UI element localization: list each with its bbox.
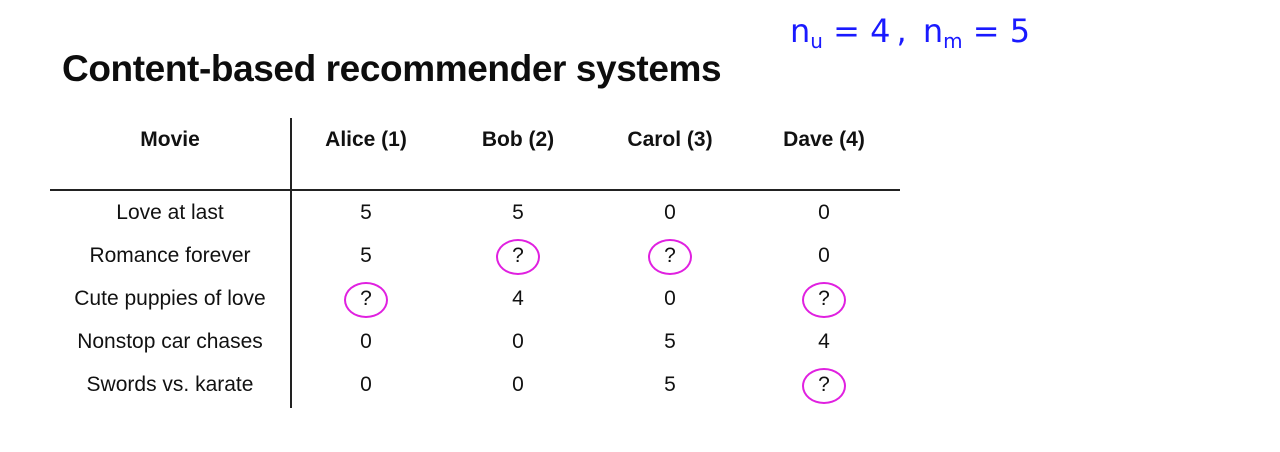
movie-column-divider: [290, 118, 292, 408]
num-users-subscript: u: [810, 29, 823, 53]
num-users-value: = 4: [833, 12, 891, 50]
unknown-rating-circle: [344, 282, 388, 318]
unknown-rating-circle: [648, 239, 692, 275]
handwritten-annotation: nu = 4, nm = 5: [790, 12, 1030, 53]
rating-value: 0: [512, 330, 524, 353]
column-header: Bob (2): [481, 128, 555, 151]
unknown-rating-circle: [496, 239, 540, 275]
movie-title: Swords vs. karate: [86, 373, 254, 396]
rating-value: 0: [818, 244, 830, 267]
annotation-separator: ,: [896, 12, 907, 50]
rating-value: 5: [360, 244, 372, 267]
unknown-rating: ?: [818, 287, 830, 310]
movie-title: Love at last: [116, 201, 224, 224]
movie-title: Cute puppies of love: [74, 287, 266, 310]
unknown-rating-circle: [802, 368, 846, 404]
unknown-rating: ?: [512, 244, 524, 267]
rating-value: 4: [818, 330, 830, 353]
header-divider: [50, 189, 900, 191]
rating-value: 5: [664, 330, 676, 353]
rating-value: 0: [818, 201, 830, 224]
unknown-rating-circle: [802, 282, 846, 318]
page-title: Content-based recommender systems: [62, 48, 722, 89]
unknown-rating: ?: [818, 373, 830, 396]
movie-title: Nonstop car chases: [77, 330, 263, 353]
rating-value: 0: [664, 201, 676, 224]
num-movies-symbol: n: [922, 12, 944, 50]
num-users-symbol: n: [790, 12, 811, 50]
rating-value: 0: [360, 373, 372, 396]
rating-value: 0: [664, 287, 676, 310]
rating-value: 5: [360, 201, 372, 224]
column-header: Dave (4): [783, 128, 865, 151]
rating-value: 4: [512, 287, 524, 310]
rating-value: 5: [664, 373, 676, 396]
column-header: Movie: [140, 128, 200, 151]
column-header: Carol (3): [627, 128, 713, 151]
unknown-rating: ?: [664, 244, 676, 267]
rating-value: 5: [512, 201, 524, 224]
num-movies-value: = 5: [972, 12, 1031, 50]
unknown-rating: ?: [360, 287, 372, 310]
movie-title: Romance forever: [89, 244, 251, 267]
column-header: Alice (1): [325, 128, 407, 151]
rating-value: 0: [360, 330, 372, 353]
num-movies-subscript: m: [943, 29, 963, 53]
rating-value: 0: [512, 373, 524, 396]
